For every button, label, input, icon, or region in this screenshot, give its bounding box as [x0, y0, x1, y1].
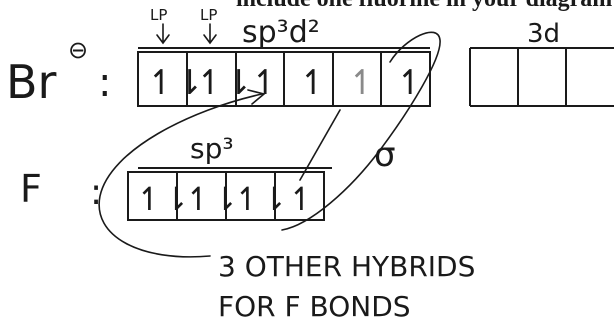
f-atom-label: F — [20, 167, 42, 211]
d-orbital-row — [469, 47, 614, 107]
f-orbital-3: ↿⇂ — [234, 180, 288, 218]
note-line-1: 3 OTHER HYBRIDS — [218, 250, 475, 283]
br-orbital-row — [137, 47, 431, 107]
f-orbital-1: ↿⇂ — [136, 180, 190, 218]
hybrid-curve-arrowhead — [247, 89, 266, 105]
br-orbital-4: ↿ — [299, 63, 328, 103]
br-orbital-2: ↿⇂ — [196, 63, 253, 103]
f-orbital-4: ↿ — [288, 180, 315, 218]
br-orbital-3: ↿ — [251, 63, 280, 103]
f-hybrid-label: sp³ — [190, 132, 234, 165]
br-orbital-1: ↿⇂ — [147, 63, 204, 103]
br-colon: : — [98, 60, 111, 106]
lp-arrow-1 — [156, 23, 170, 45]
sigma-label: σ — [374, 135, 396, 175]
sigma-loop — [281, 31, 441, 231]
f-orbital-2: ↿⇂ — [185, 180, 239, 218]
header-fragment: include one fluorine in your diagram for… — [236, 0, 614, 12]
sigma-bond-line — [299, 109, 341, 181]
br-atom-label: Br — [6, 55, 57, 109]
d-orbital-label: 3d — [527, 19, 560, 49]
lp-arrow-2 — [203, 23, 217, 45]
f-orbital-row — [127, 167, 332, 221]
br-hybrid-label: sp³d² — [242, 15, 320, 50]
lp-label-2: LP — [200, 6, 217, 24]
br-charge-symbol: ⊖ — [68, 36, 88, 64]
br-orbital-5: ↿ — [348, 63, 377, 103]
note-line-2: FOR F BONDS — [218, 290, 411, 320]
hybrid-curve-arrow — [98, 93, 263, 258]
br-orbital-6: ↿ — [396, 63, 425, 103]
lp-label-1: LP — [150, 6, 167, 24]
